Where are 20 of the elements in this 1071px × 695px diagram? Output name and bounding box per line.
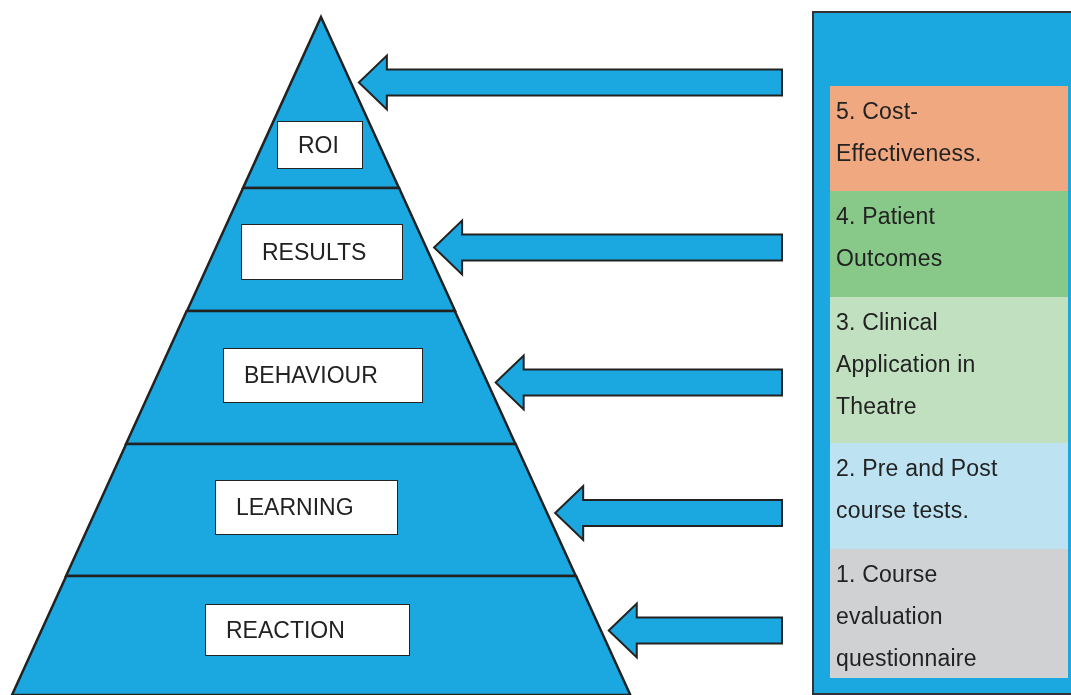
block-arrow — [607, 601, 783, 660]
pyramid-tier — [126, 311, 516, 444]
level-label: LEARNING — [215, 480, 398, 535]
block-arrow — [494, 353, 783, 412]
block-arrow — [357, 53, 783, 112]
evaluation-item: 5. Cost-Effectiveness. — [830, 86, 1068, 191]
level-label: BEHAVIOUR — [223, 348, 423, 403]
evaluation-item: 4. Patient Outcomes — [830, 191, 1068, 297]
evaluation-item: 3. Clinical Application in Theatre — [830, 297, 1068, 443]
pyramid-tier — [66, 444, 576, 576]
block-arrow — [553, 483, 783, 543]
block-arrow — [432, 218, 783, 277]
pyramid-tier — [186, 188, 456, 311]
evaluation-item: 2. Pre and Post course tests. — [830, 443, 1068, 549]
level-label: ROI — [277, 121, 363, 169]
pyramid-tier — [11, 576, 631, 695]
level-label: REACTION — [205, 604, 410, 656]
level-label: RESULTS — [241, 224, 403, 280]
evaluation-item: 1. Course evaluation questionnaire — [830, 549, 1068, 678]
side-panel — [812, 11, 1071, 695]
